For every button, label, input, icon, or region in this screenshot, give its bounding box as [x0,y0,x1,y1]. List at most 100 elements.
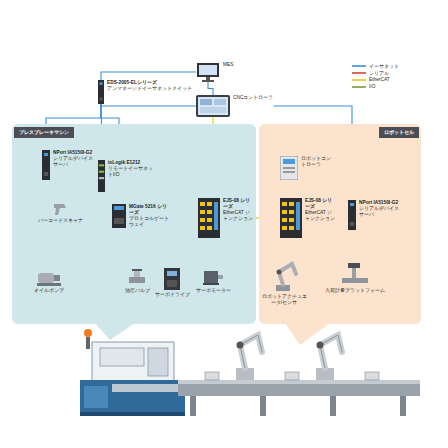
label-group: CNCコントローラ [233,95,273,101]
device-node: MGate 5216 シリーズプロトコルゲートウェイ [112,204,171,228]
gw-icon [112,204,126,228]
device-label: バーコードスキャナ [38,218,83,224]
label-group: MES [223,62,233,68]
scale-icon [340,262,370,286]
device-label: MES [223,62,233,68]
mon-icon [196,62,220,82]
label-group: 入荷計量プラットフォーム [325,288,385,294]
device-label: サーボドライブ [155,292,190,298]
device-label: シリアルデバイスサーバ [359,206,399,218]
label-group: 油圧バルブ [125,288,150,294]
label-group: EJS-08 シリーズEtherCAT ジャンクション [223,198,253,222]
robot-arm [236,335,342,380]
label-group: EDS-2005-ELシリーズアンマネージドイーサネットスイッチ [107,80,192,92]
connector [101,72,196,80]
device-label: 油圧バルブ [125,288,150,294]
label-group: ロボットアクチュエータ/センサ [260,294,308,306]
device-label: NPort IA5150I-G2 [359,200,399,206]
legend-line [352,78,366,82]
device-label: アンマネージドイーサネットスイッチ [107,86,192,92]
hmi-icon [196,95,230,117]
device-label: EJS-08 シリーズ [305,198,335,210]
connector-line [208,82,213,95]
device-node: EJS-08 シリーズEtherCAT ジャンクション [280,198,335,238]
device-node: サーボドライブ [155,268,190,298]
rc-icon [280,156,298,180]
legend-line [352,64,366,68]
region-panel: ロボットセルロボットコントローラ EJS-08 シリーズEtherCAT ジャンク… [259,124,421,324]
device-label: EtherCAT ジャンクション [223,210,253,222]
ejs-icon [280,198,302,238]
legend-row: EtherCAT [352,76,399,83]
press-brake-machine [80,329,185,416]
device-node: MES [196,62,233,82]
device-node: CNCコントローラ [196,95,273,117]
region-header: ロボットセル [379,127,419,138]
device-node: サーボモーター [196,268,231,294]
device-node: NPort IA5150I-G2シリアルデバイスサーバ [42,150,97,180]
device-label: リモートイーサネットI/O [108,166,154,178]
label-group: サーボモーター [196,288,231,294]
panel-pointer [95,323,135,340]
label-group: MGate 5216 シリーズプロトコルゲートウェイ [129,204,171,228]
legend-line [352,85,366,89]
scan-icon [52,202,68,216]
robot-icon [266,258,302,292]
legend-row: I/O [352,83,399,90]
device-node: オイルポンプ [34,268,64,294]
label-group: サーボドライブ [155,292,190,298]
legend-text: I/O [369,84,375,89]
legend-text: イーサネット [369,63,399,69]
drive-icon [164,268,180,290]
region-header: プレスブレーキマシン [14,127,74,138]
connector-line [101,104,196,106]
label-group: EJS-08 シリーズEtherCAT ジャンクション [305,198,335,222]
device-label: ioLogik E1212 [108,160,154,166]
device-node: 油圧バルブ [125,268,150,294]
ejs-icon [198,198,220,238]
legend-text: シリアル [369,70,389,76]
device-label: サーボモーター [196,288,231,294]
device-node: ioLogik E1212リモートイーサネットI/O [98,160,154,192]
device-label: ロボットアクチュエータ/センサ [260,294,308,306]
dev-icon [98,80,104,104]
device-label: CNCコントローラ [233,95,273,101]
device-label: プロトコルゲートウェイ [129,216,171,228]
label-group: オイルポンプ [34,288,64,294]
device-label: 入荷計量プラットフォーム [325,288,385,294]
dev-icon [348,200,356,230]
device-label: オイルポンプ [34,288,64,294]
region-panel: プレスブレーキマシン NPort IA5150I-G2シリアルデバイスサーバ ioL… [12,124,256,324]
connector [101,104,196,106]
device-node: 入荷計量プラットフォーム [325,262,385,294]
device-node: EDS-2005-ELシリーズアンマネージドイーサネットスイッチ [98,80,192,104]
device-label: ロボットコントローラ [301,156,331,168]
io-icon [98,160,105,192]
legend-line [352,71,366,75]
label-group: バーコードスキャナ [38,218,83,224]
device-label: シリアルデバイスサーバ [53,156,97,168]
device-label: EtherCAT ジャンクション [305,210,335,222]
device-node: バーコードスキャナ [38,202,83,224]
device-node: NPort IA5150I-G2シリアルデバイスサーバ [348,200,399,230]
device-node: ロボットアクチュエータ/センサ [260,258,308,306]
legend-text: EtherCAT [369,77,390,82]
device-label: EDS-2005-ELシリーズ [107,80,192,86]
legend: イーサネットシリアルEtherCAT I/O [352,62,399,90]
label-group: ioLogik E1212リモートイーサネットI/O [108,160,154,178]
motor-icon [202,268,224,286]
label-group: NPort IA5150I-G2シリアルデバイスサーバ [359,200,399,218]
pump-icon [36,268,62,286]
legend-row: シリアル [352,69,399,76]
valve-icon [128,268,146,286]
device-node: ロボットコントローラ [280,156,331,180]
device-label: NPort IA5150I-G2 [53,150,97,156]
label-group: ロボットコントローラ [301,156,331,168]
dev-icon [42,150,50,180]
connector [208,82,213,95]
device-label: MGate 5216 シリーズ [129,204,171,216]
conveyor [178,372,420,416]
connector-line [101,72,196,80]
device-node: EJS-08 シリーズEtherCAT ジャンクション [198,198,253,238]
device-label: EJS-08 シリーズ [223,198,253,210]
